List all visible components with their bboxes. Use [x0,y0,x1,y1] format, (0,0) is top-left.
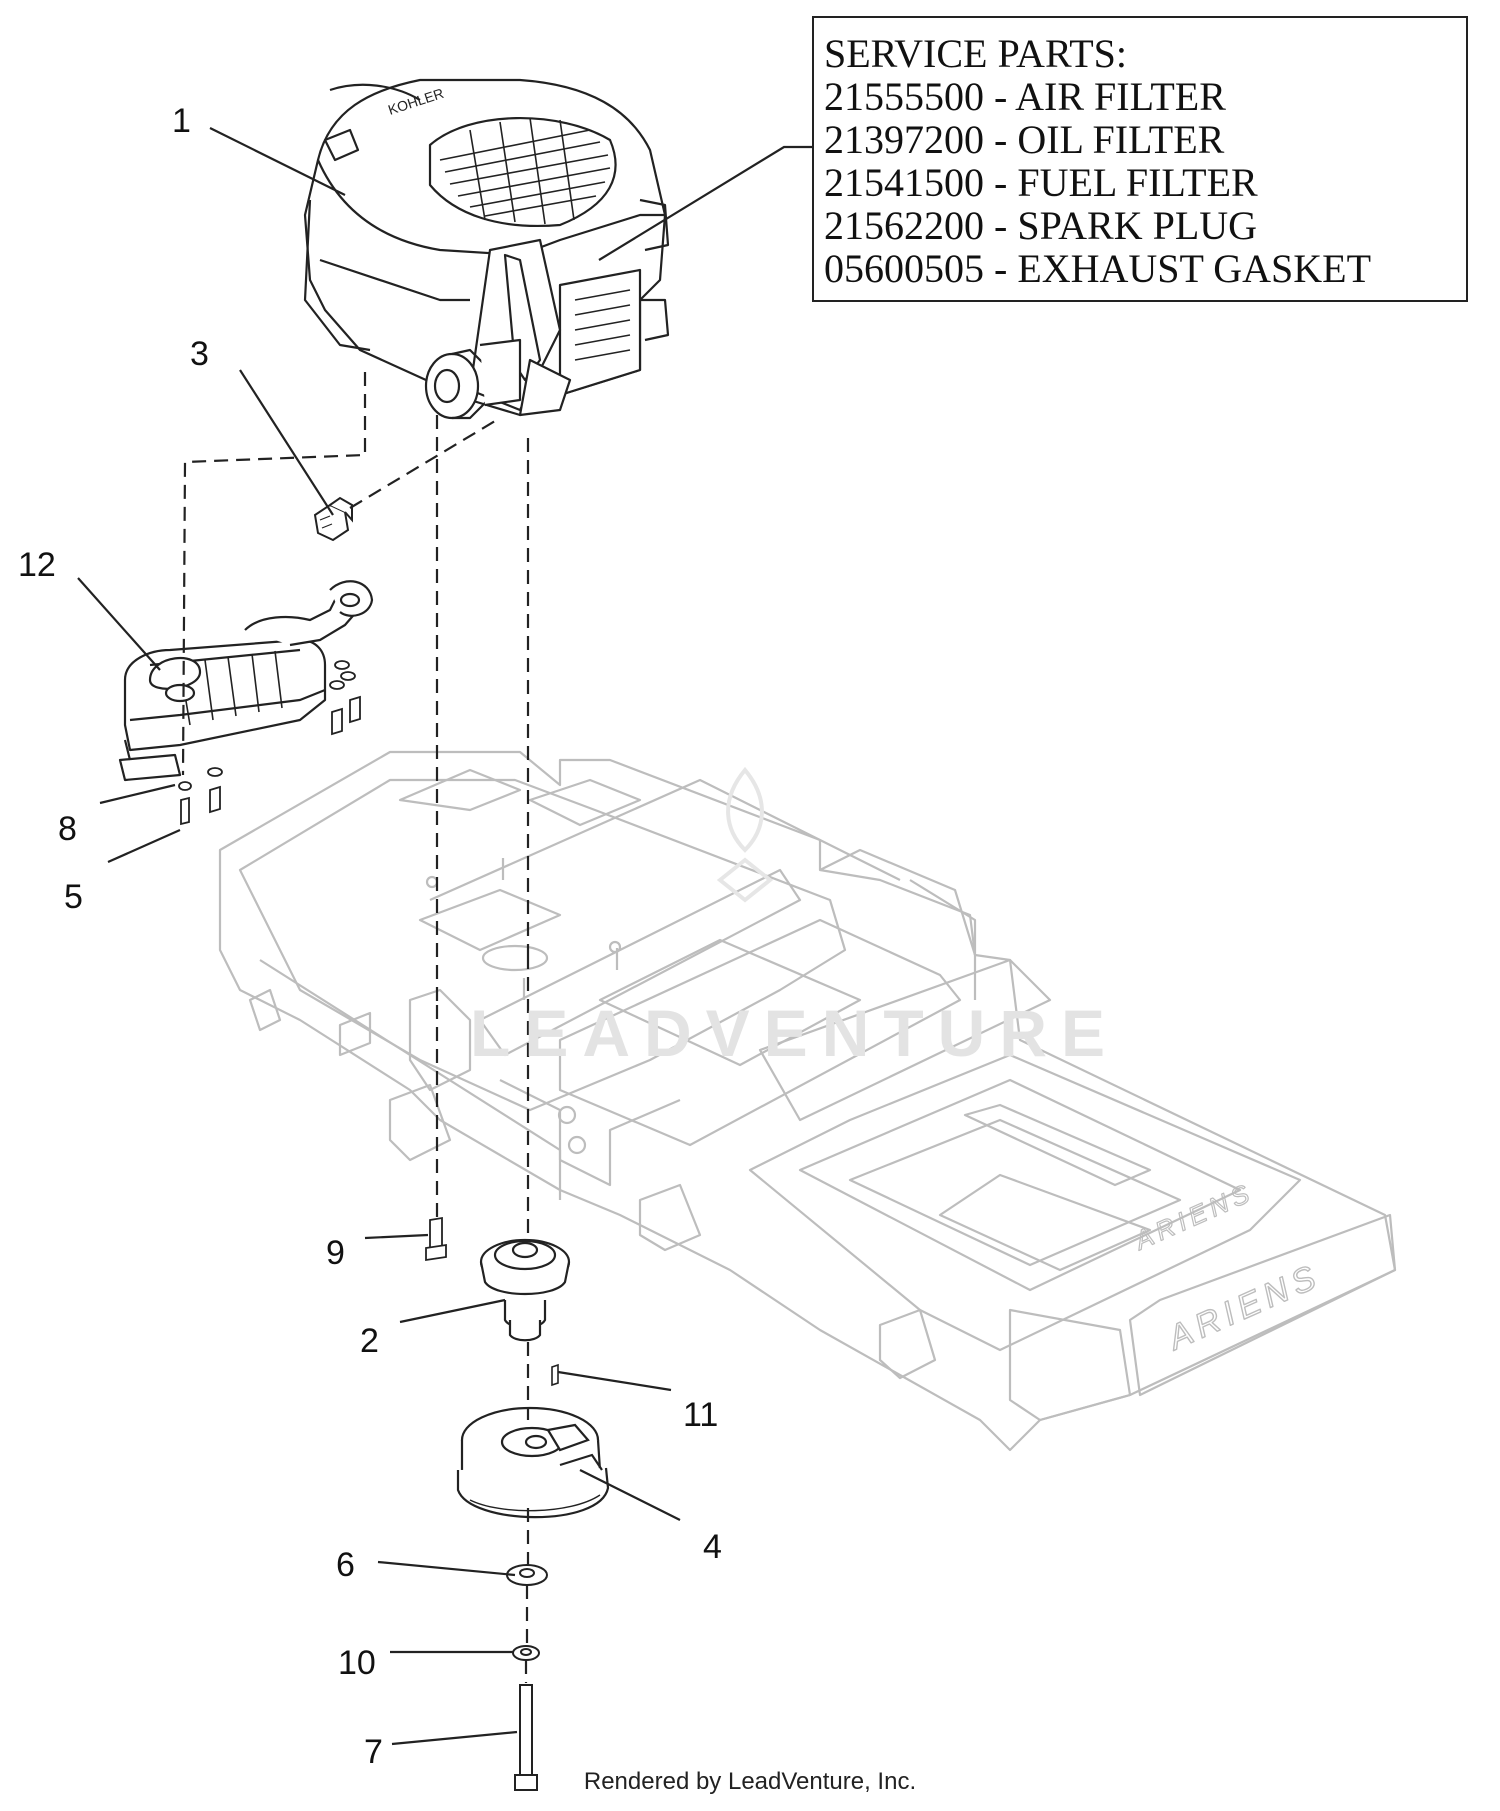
service-part-spark-plug: 21562200 - SPARK PLUG [824,203,1258,248]
callout-10: 10 [338,1644,376,1682]
watermark-text: LEADVENTURE [470,996,1120,1070]
frame-brand-label-small: ARIENS [1128,1176,1258,1256]
engine: KOHLER [303,78,670,420]
callout-4: 4 [703,1528,722,1566]
assembly-lines [181,372,530,1683]
pto-clutch [456,1406,610,1519]
service-part-air-filter: 21555500 - AIR FILTER [824,74,1226,119]
washer-10 [512,1645,540,1661]
callout-5: 5 [64,878,83,916]
callout-3: 3 [190,335,209,373]
muffler [118,580,374,782]
service-parts-box: SERVICE PARTS: 21555500 - AIR FILTER 213… [812,16,1468,302]
service-part-fuel-filter: 21541500 - FUEL FILTER [824,160,1258,205]
pulley [479,1238,571,1342]
mower-frame: ARIENS ARIENS [218,750,1397,1452]
fitting [313,496,353,542]
watermark-flame-icon [716,766,774,903]
callout-2: 2 [360,1322,379,1360]
service-part-oil-filter: 21397200 - OIL FILTER [824,117,1225,162]
callout-8: 8 [58,810,77,848]
leader-lines [77,127,812,1746]
footer-credit: Rendered by LeadVenture, Inc. [583,1768,917,1795]
callout-1: 1 [172,102,191,140]
service-parts-heading: SERVICE PARTS: [824,31,1128,76]
bolt-7 [514,1684,538,1791]
callout-9: 9 [326,1234,345,1272]
callout-12: 12 [18,546,56,584]
callout-6: 6 [336,1546,355,1584]
callout-11: 11 [683,1396,719,1434]
muffler-hardware [178,660,361,826]
service-part-exhaust-gasket: 05600505 - EXHAUST GASKET [824,246,1372,291]
bolt-9 [425,1216,447,1262]
key-11 [551,1363,559,1387]
callout-7: 7 [364,1733,383,1771]
